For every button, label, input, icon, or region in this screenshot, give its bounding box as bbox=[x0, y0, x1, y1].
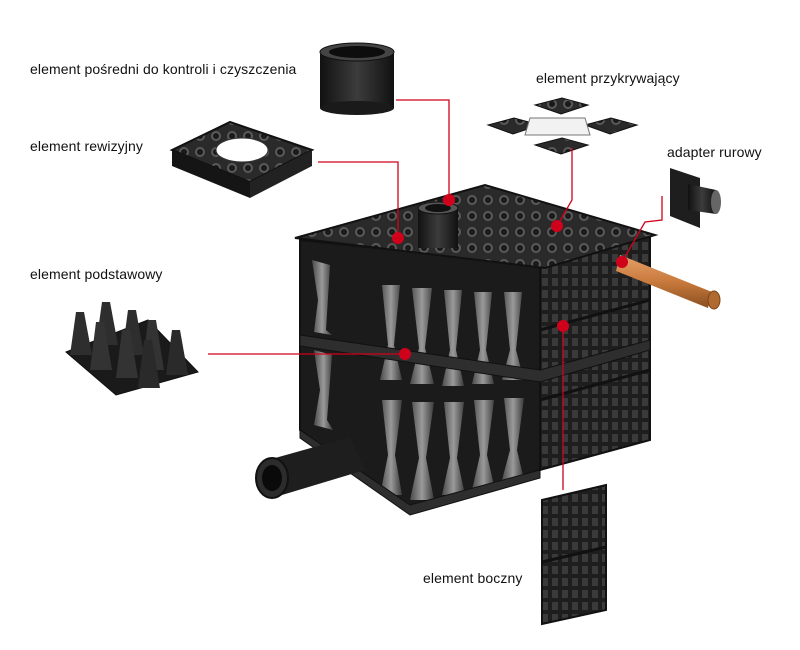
callout-lines bbox=[208, 99, 663, 490]
callout-dot-adapter bbox=[616, 256, 628, 268]
inflow-corrugated-pipe bbox=[255, 437, 365, 499]
label-side-element: element boczny bbox=[423, 570, 523, 586]
tank-top-grid bbox=[294, 183, 659, 270]
cover-element-image bbox=[486, 97, 639, 155]
callout-line-adapter bbox=[621, 196, 663, 263]
base-element-image bbox=[65, 302, 199, 396]
label-cover-element: element przykrywający bbox=[536, 70, 680, 86]
label-base-element: element podstawowy bbox=[30, 266, 163, 282]
callout-dots bbox=[392, 194, 628, 360]
intermediate-element-image bbox=[319, 42, 395, 115]
callout-line-inspection bbox=[318, 161, 399, 238]
callout-dot-base bbox=[399, 348, 411, 360]
label-inspection-element: element rewizyjny bbox=[30, 138, 143, 154]
tank-assembly bbox=[255, 183, 721, 516]
label-pipe-adapter: adapter rurowy bbox=[667, 144, 762, 160]
callout-dot-intermediate bbox=[443, 194, 455, 206]
callout-line-cover bbox=[556, 148, 573, 227]
callout-line-intermediate bbox=[396, 99, 450, 200]
inspection-element-image bbox=[169, 120, 315, 198]
label-intermediate-element: element pośredni do kontroli i czyszczen… bbox=[30, 61, 297, 77]
side-element-image bbox=[541, 483, 607, 626]
callout-dot-cover bbox=[551, 220, 563, 232]
callout-dot-inspection bbox=[392, 232, 404, 244]
tank-intermediate-riser bbox=[417, 201, 459, 248]
pipe-adapter-image bbox=[670, 168, 721, 228]
outlet-orange-pipe bbox=[616, 255, 721, 310]
callout-dot-side bbox=[557, 320, 569, 332]
